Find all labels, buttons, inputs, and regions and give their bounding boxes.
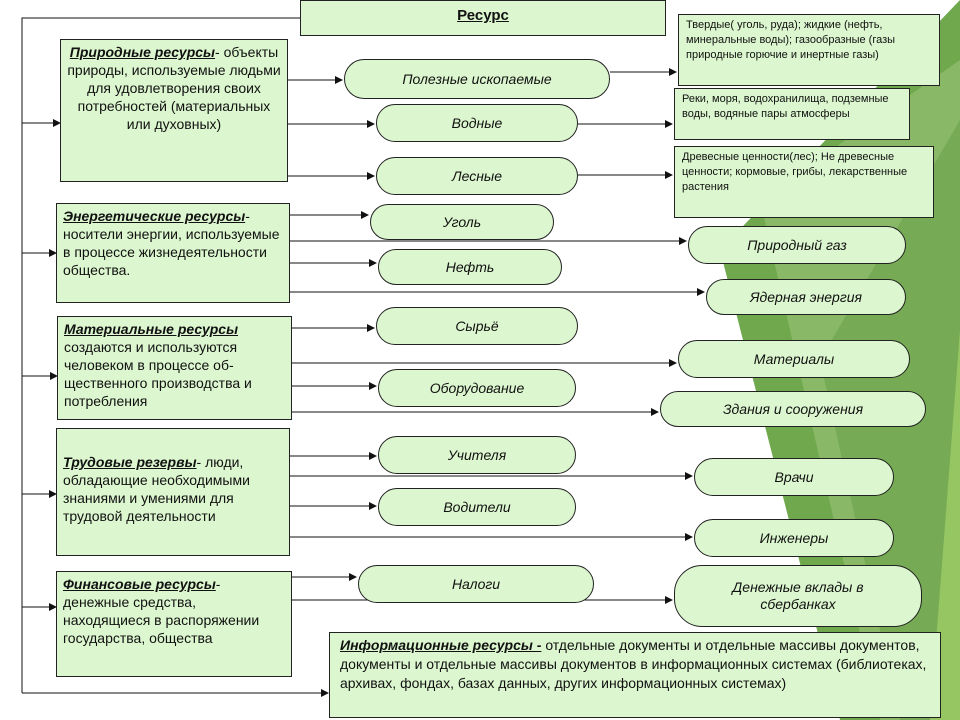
examples-forest: Древесные ценности(лес); Не древесные це… (674, 146, 934, 218)
item-equipment: Оборудование (378, 369, 576, 407)
category-separator: - (215, 576, 221, 592)
item-label: Врачи (774, 468, 814, 485)
item-label: Сырьё (455, 317, 499, 334)
item-drivers: Водители (378, 488, 576, 526)
item-label: Здания и сооружения (722, 400, 864, 417)
category-title: Финансовые ресурсы (63, 576, 216, 592)
item-materials: Материалы (678, 340, 910, 378)
examples-text: Реки, моря, водохранилища, подземные вод… (682, 93, 889, 120)
category-description: носители энергии, используемые в процесс… (63, 226, 280, 278)
category-description: обладающие необходимыми знаниями и умени… (63, 472, 250, 524)
category-description: денежные средства, находящиеся в распоря… (63, 594, 260, 646)
category-description: создаются и используются человеком в про… (64, 339, 252, 409)
category-natural-resources: Природные ресурсы- объекты природы, испо… (60, 39, 288, 182)
item-label: Лесные (451, 167, 503, 184)
item-label: Водители (443, 498, 511, 515)
item-bank-deposits: Денежные вклады в сбербанках (674, 565, 922, 627)
category-energy-resources: Энергетические ресурсы- носители энергии… (56, 203, 290, 303)
category-financial-resources: Финансовые ресурсы- денежные средства, н… (56, 571, 292, 677)
examples-water: Реки, моря, водохранилища, подземные вод… (674, 88, 910, 140)
item-label: Нефть (445, 258, 495, 275)
item-label: Материалы (753, 350, 835, 367)
category-title: Природные ресурсы (69, 44, 215, 60)
item-label: Инженеры (759, 529, 829, 546)
category-description: отдельные документы и отдельные массивы … (340, 637, 927, 691)
item-water: Водные (376, 104, 578, 142)
item-raw-materials: Сырьё (376, 307, 578, 345)
category-separator: - (245, 208, 250, 224)
examples-text: Твердые( уголь, руда); жидкие (нефть, ми… (686, 19, 896, 61)
item-taxes: Налоги (358, 565, 594, 603)
item-label: Налоги (451, 575, 501, 592)
item-natural-gas: Природный газ (688, 226, 906, 264)
category-separator: - (215, 44, 220, 60)
category-title: Материальные ресурсы (64, 321, 239, 337)
item-doctors: Врачи (694, 458, 894, 496)
category-material-resources: Материальные ресурсы создаются и использ… (57, 316, 292, 420)
item-buildings: Здания и сооружения (660, 391, 926, 427)
category-title: Информационные ресурсы - (340, 637, 542, 653)
root-label: Ресурс (457, 7, 509, 24)
item-engineers: Инженеры (694, 519, 894, 557)
item-coal: Уголь (370, 204, 554, 240)
category-title: Энергетические ресурсы (63, 208, 246, 224)
category-separator: - люди, (196, 454, 244, 470)
item-label: Оборудование (429, 379, 525, 396)
item-label: Уголь (442, 213, 482, 230)
item-teachers: Учителя (378, 436, 576, 474)
item-nuclear-energy: Ядерная энергия (706, 279, 906, 315)
item-label: Ядерная энергия (749, 288, 863, 305)
root-resource-box: Ресурс (300, 0, 666, 36)
examples-minerals: Твердые( уголь, руда); жидкие (нефть, ми… (678, 14, 940, 86)
item-label: Денежные вклады в сбербанках (732, 579, 864, 612)
examples-text: Древесные ценности(лес); Не древесные це… (682, 151, 908, 193)
category-information-resources: Информационные ресурсы - отдельные докум… (329, 632, 941, 718)
item-minerals: Полезные ископаемые (344, 59, 610, 99)
item-oil: Нефть (378, 249, 562, 285)
item-label: Учителя (447, 446, 507, 463)
category-labor-reserves: Трудовые резервы- люди, обладающие необх… (56, 428, 290, 556)
category-title: Трудовые резервы (63, 454, 197, 470)
item-forest: Лесные (376, 157, 578, 195)
item-label: Природный газ (747, 236, 847, 253)
item-label: Полезные ископаемые (402, 70, 552, 87)
item-label: Водные (451, 114, 503, 131)
